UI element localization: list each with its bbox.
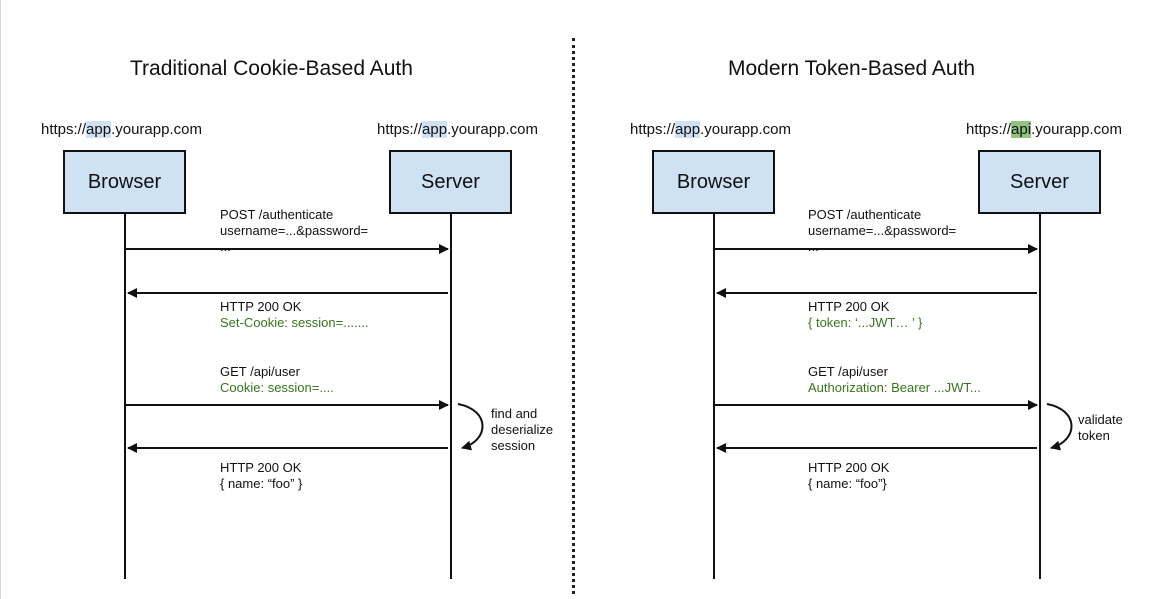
server-url: https://app.yourapp.com	[377, 121, 538, 138]
token-body: { token: ‘...JWT… ’ }	[808, 315, 923, 330]
cookie-header: Cookie: session=....	[220, 380, 334, 395]
browser-lifeline	[713, 214, 715, 579]
server-box: Server	[978, 150, 1101, 214]
message-get-user: GET /api/user Authorization: Bearer ...J…	[808, 364, 981, 395]
self-process-arrow	[1046, 403, 1073, 451]
url-subdomain-highlight: app	[675, 121, 701, 138]
message-http-ok-user: HTTP 200 OK { name: “foo” }	[220, 460, 303, 491]
sequence-arrows	[715, 244, 1073, 453]
panel-title: Modern Token-Based Auth	[728, 57, 976, 80]
message-http-ok-user: HTTP 200 OK { name: “foo”}	[808, 460, 890, 491]
server-box: Server	[389, 150, 512, 214]
url-subdomain-highlight: api	[1011, 121, 1032, 138]
message-http-ok-cookie: HTTP 200 OK Set-Cookie: session=.......	[220, 299, 369, 330]
server-url: https://api.yourapp.com	[966, 121, 1122, 138]
server-process-note: find and deserialize session	[491, 406, 554, 453]
message-http-ok-token: HTTP 200 OK { token: ‘...JWT… ’ }	[808, 299, 923, 330]
server-lifeline	[450, 214, 452, 579]
panel-title: Traditional Cookie-Based Auth	[130, 57, 413, 80]
token-auth-panel: Modern Token-Based Auth https://app.your…	[590, 0, 1160, 599]
message-get-user: GET /api/user Cookie: session=....	[220, 364, 334, 395]
url-subdomain-highlight: app	[86, 121, 112, 138]
set-cookie-header: Set-Cookie: session=.......	[220, 315, 369, 330]
message-post-authenticate: POST /authenticate username=...&password…	[220, 207, 369, 254]
left-border	[0, 0, 1, 599]
server-lifeline	[1039, 214, 1041, 579]
sequence-arrows	[126, 244, 484, 453]
browser-url: https://app.yourapp.com	[630, 121, 791, 138]
dotted-divider	[572, 38, 575, 594]
browser-url: https://app.yourapp.com	[41, 121, 202, 138]
authorization-header: Authorization: Bearer ...JWT...	[808, 380, 981, 395]
self-process-arrow	[457, 403, 484, 451]
message-post-authenticate: POST /authenticate username=...&password…	[808, 207, 957, 254]
url-subdomain-highlight: app	[422, 121, 448, 138]
browser-box: Browser	[652, 150, 775, 214]
cookie-auth-panel: Traditional Cookie-Based Auth https://ap…	[41, 57, 554, 579]
browser-box: Browser	[63, 150, 186, 214]
server-process-note: validate token	[1078, 412, 1123, 443]
browser-lifeline	[124, 214, 126, 579]
